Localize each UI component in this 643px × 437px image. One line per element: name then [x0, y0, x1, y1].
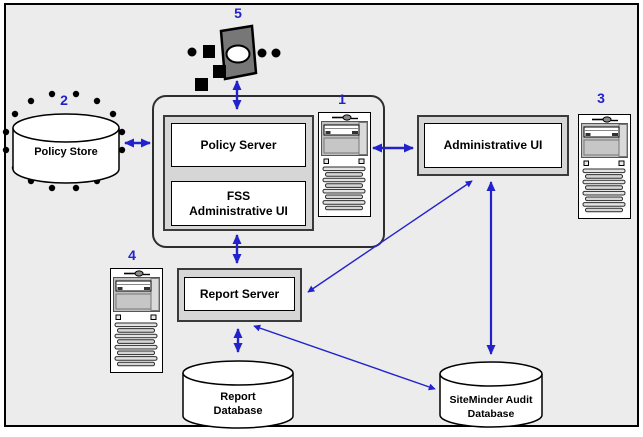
policy-server-box: Policy Server [171, 123, 306, 167]
admin-ui-panel: Administrative UI [417, 115, 569, 176]
audit-database-label: SiteMinder Audit Database [438, 393, 544, 421]
fss-admin-ui-box: FSS Administrative UI [171, 181, 306, 226]
report-server-panel: Report Server [177, 268, 302, 322]
policy-server-label: Policy Server [200, 137, 277, 152]
policy-server-panel: Policy Server FSS Administrative UI [163, 115, 314, 231]
policy-server-host-group [152, 95, 385, 248]
policy-store-label: Policy Store [34, 146, 98, 158]
fss-admin-ui-label-line1: FSS [226, 188, 251, 203]
marker-agent: 5 [234, 5, 242, 21]
audit-database-label-line2: Database [467, 408, 515, 420]
report-database-label-line2: Database [213, 405, 263, 417]
report-database-label: Report Database [185, 390, 291, 418]
audit-database-label-line1: SiteMinder Audit [449, 394, 533, 406]
marker-admin-ui-host: 3 [597, 90, 605, 106]
marker-report-server-host: 4 [128, 247, 136, 263]
report-server-box: Report Server [184, 277, 295, 311]
marker-policy-server-host: 1 [338, 91, 346, 107]
report-server-label: Report Server [199, 286, 280, 301]
admin-ui-label: Administrative UI [443, 138, 543, 152]
fss-admin-ui-label-line2: Administrative UI [189, 203, 288, 218]
marker-policy-store: 2 [60, 92, 68, 108]
report-database-label-line1: Report [220, 391, 256, 403]
admin-ui-box: Administrative UI [424, 123, 562, 168]
